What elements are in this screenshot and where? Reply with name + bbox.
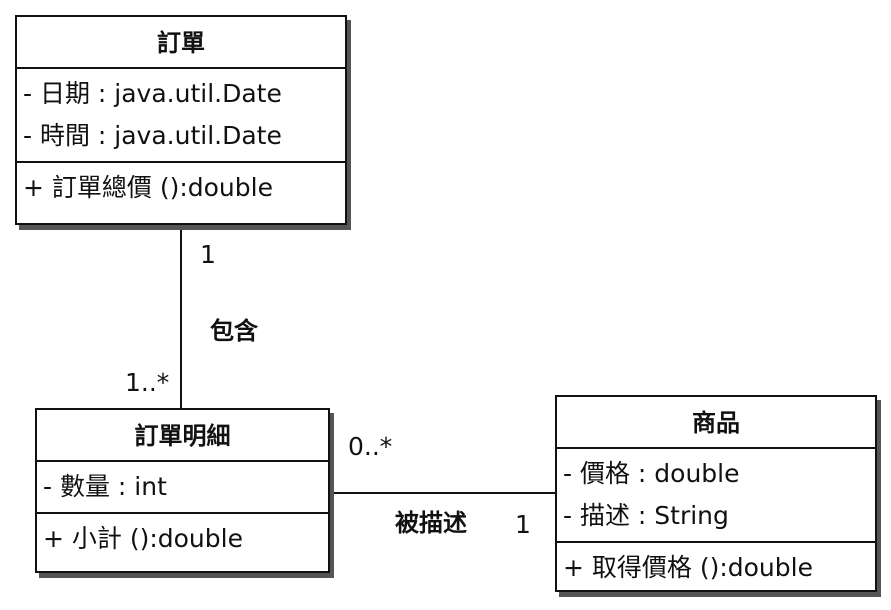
multiplicity-product-one: 1 — [515, 510, 531, 539]
operations-product: + 取得價格 ():double — [557, 543, 875, 593]
association-label-described-by: 被描述 — [395, 509, 467, 537]
attribute-quantity: - 數量 : int — [43, 472, 167, 501]
operations-order-item: + 小計 ():double — [37, 514, 328, 564]
association-label-contains: 包含 — [210, 317, 258, 345]
association-line-described-by — [330, 492, 555, 494]
multiplicity-item-many: 1..* — [125, 368, 170, 397]
class-order[interactable]: 訂單 - 日期 : java.util.Date - 時間 : java.uti… — [15, 15, 347, 225]
attribute-price: - 價格 : double — [563, 459, 740, 488]
attribute-time: - 時間 : java.util.Date — [23, 121, 282, 150]
class-name-product: 商品 — [557, 397, 875, 449]
association-line-contains — [180, 228, 182, 408]
operation-get-price: + 取得價格 ():double — [563, 553, 813, 582]
operation-order-total: + 訂單總價 ():double — [23, 173, 273, 202]
class-product[interactable]: 商品 - 價格 : double - 描述 : String + 取得價格 ()… — [555, 395, 877, 592]
attributes-order-item: - 數量 : int — [37, 462, 328, 514]
attributes-product: - 價格 : double - 描述 : String — [557, 449, 875, 543]
class-order-item[interactable]: 訂單明細 - 數量 : int + 小計 ():double — [35, 408, 330, 573]
multiplicity-order-one: 1 — [200, 240, 216, 269]
class-name-order: 訂單 — [17, 17, 345, 69]
multiplicity-item-zero-many: 0..* — [348, 432, 393, 461]
class-name-order-item: 訂單明細 — [37, 410, 328, 462]
attributes-order: - 日期 : java.util.Date - 時間 : java.util.D… — [17, 69, 345, 163]
attribute-date: - 日期 : java.util.Date — [23, 79, 282, 108]
operations-order: + 訂單總價 ():double — [17, 163, 345, 213]
attribute-description: - 描述 : String — [563, 501, 729, 530]
operation-subtotal: + 小計 ():double — [43, 524, 243, 553]
